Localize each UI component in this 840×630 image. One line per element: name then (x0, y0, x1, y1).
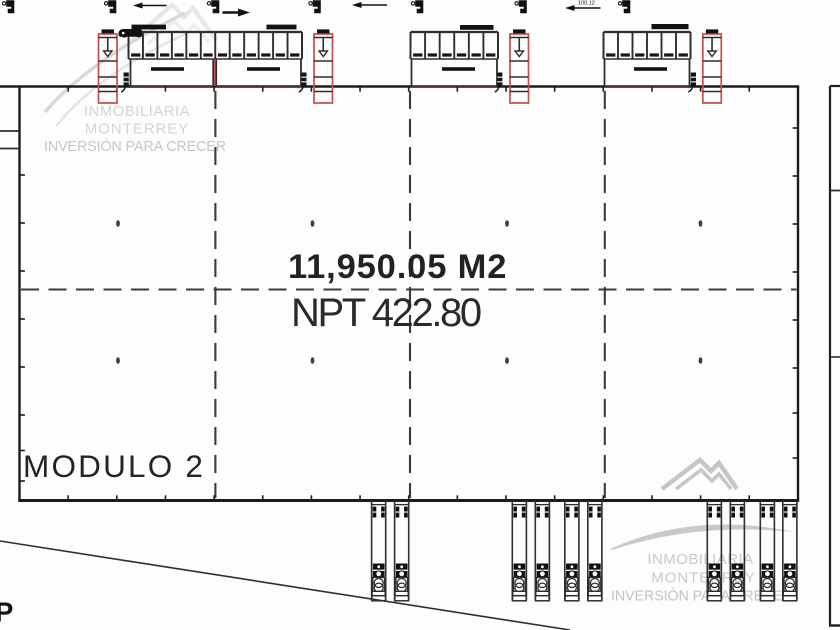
svg-text:11,950.05 M2: 11,950.05 M2 (288, 248, 507, 286)
svg-text:MONTERREY: MONTERREY (651, 570, 755, 587)
svg-text:MONTERREY: MONTERREY (85, 120, 189, 137)
svg-text:P: P (0, 597, 13, 628)
svg-text:MODULO 2: MODULO 2 (23, 448, 205, 484)
svg-text:INMOBILIARIA: INMOBILIARIA (647, 551, 753, 568)
svg-text:INVERSIÓN PARA CRECER: INVERSIÓN PARA CRECER (611, 588, 793, 605)
svg-text:100.12: 100.12 (578, 1, 595, 7)
svg-text:NPT 422.80: NPT 422.80 (291, 291, 481, 335)
svg-text:INMOBILIARIA: INMOBILIARIA (84, 103, 190, 120)
svg-text:INVERSIÓN PARA CRECER: INVERSIÓN PARA CRECER (44, 138, 226, 155)
